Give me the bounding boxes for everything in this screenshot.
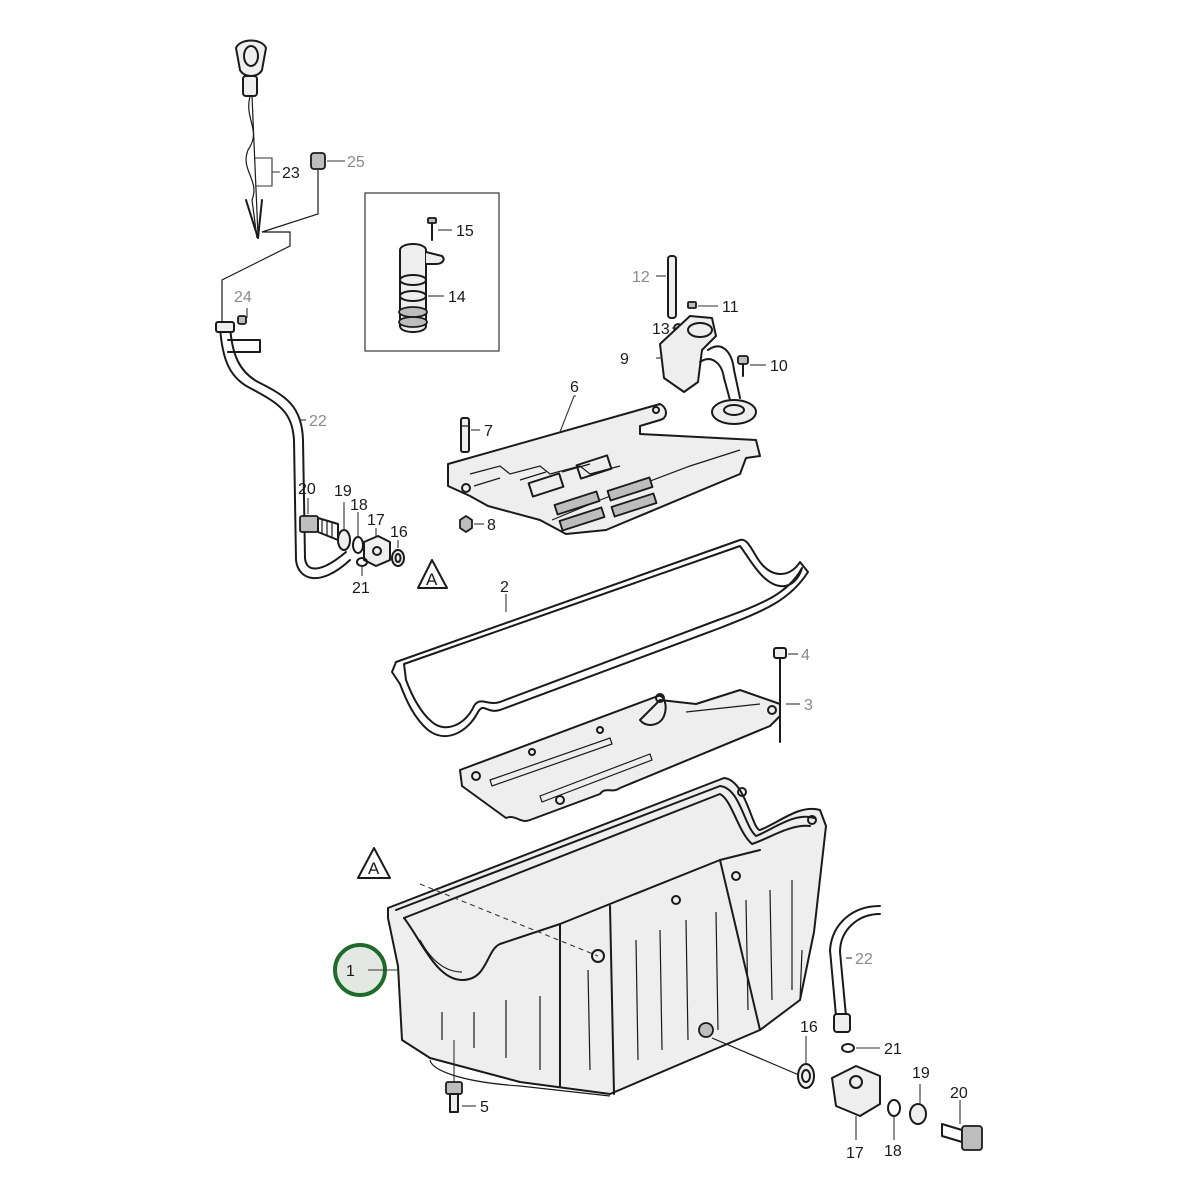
callout-4: 4: [801, 647, 810, 664]
drain-plug-20-lower[interactable]: [941, 1123, 983, 1151]
callout-20b: 20: [950, 1085, 968, 1102]
oil-pump-9[interactable]: [659, 315, 757, 425]
callout-16b: 16: [800, 1019, 818, 1036]
baffle-plate-6[interactable]: [447, 403, 761, 535]
nut-8[interactable]: [459, 515, 473, 533]
callout-18b: 18: [884, 1143, 902, 1160]
washer-18-lower[interactable]: [887, 1099, 901, 1117]
callout-22b: 22: [855, 951, 873, 968]
callout-16a: 16: [390, 524, 408, 541]
bolt-4[interactable]: [773, 647, 787, 743]
washer-19-upper[interactable]: [337, 529, 351, 551]
stud-7[interactable]: [460, 417, 470, 453]
inset-frame: [364, 192, 500, 352]
callout-22a: 22: [309, 413, 327, 430]
banjo-block-17-upper[interactable]: [363, 535, 391, 567]
callout-5: 5: [480, 1099, 489, 1116]
callout-14: 14: [448, 289, 466, 306]
callout-19b: 19: [912, 1065, 930, 1082]
callout-25: 25: [347, 154, 365, 171]
callout-21b: 21: [884, 1041, 902, 1058]
callout-19a: 19: [334, 483, 352, 500]
callout-3: 3: [804, 697, 813, 714]
callout-20a: 20: [298, 481, 316, 498]
callout-23: 23: [282, 165, 300, 182]
svg-text:A: A: [426, 570, 438, 589]
guide-pin-12[interactable]: [667, 255, 677, 319]
seal-ring-16-upper[interactable]: [391, 549, 405, 567]
o-ring-21-lower[interactable]: [841, 1043, 855, 1053]
dipstick[interactable]: [235, 39, 267, 239]
callout-2: 2: [500, 579, 509, 596]
callout-9: 9: [620, 351, 629, 368]
oil-pan-1[interactable]: [387, 777, 827, 1097]
callout-8: 8: [487, 517, 496, 534]
bolt-11[interactable]: [687, 301, 697, 309]
callout-24: 24: [234, 289, 252, 306]
washer-19-lower[interactable]: [909, 1103, 927, 1125]
callout-18a: 18: [350, 497, 368, 514]
callout-17b: 17: [846, 1145, 864, 1162]
seal-ring-16-lower[interactable]: [797, 1063, 815, 1089]
callout-6: 6: [570, 379, 579, 396]
oil-pan-gasket-2[interactable]: [391, 538, 809, 737]
seal-fitting-25[interactable]: [310, 152, 326, 170]
reference-mark-a-bottom: A: [357, 847, 391, 879]
callout-10: 10: [770, 358, 788, 375]
callout-15: 15: [456, 223, 474, 240]
oil-line-22-lower[interactable]: [829, 905, 881, 1033]
dipstick-guide-tube[interactable]: [215, 315, 351, 579]
o-ring-21-upper[interactable]: [356, 557, 368, 567]
callout-11: 11: [722, 299, 739, 316]
callout-12: 12: [632, 269, 650, 286]
banjo-block-17-lower[interactable]: [831, 1065, 881, 1117]
reference-mark-a-top: A: [417, 559, 448, 589]
callout-1: 1: [346, 963, 355, 980]
callout-13: 13: [652, 321, 670, 338]
callout-17a: 17: [367, 512, 385, 529]
oil-pump-sleeve-14[interactable]: [398, 243, 445, 333]
bolt-15[interactable]: [427, 217, 437, 241]
drain-plug-20-upper[interactable]: [299, 515, 339, 541]
svg-text:A: A: [368, 859, 380, 878]
bolt-5[interactable]: [445, 1040, 463, 1113]
callout-21a: 21: [352, 580, 370, 597]
callout-7: 7: [484, 423, 493, 440]
bolt-10[interactable]: [737, 355, 749, 377]
washer-18-upper[interactable]: [352, 536, 364, 554]
